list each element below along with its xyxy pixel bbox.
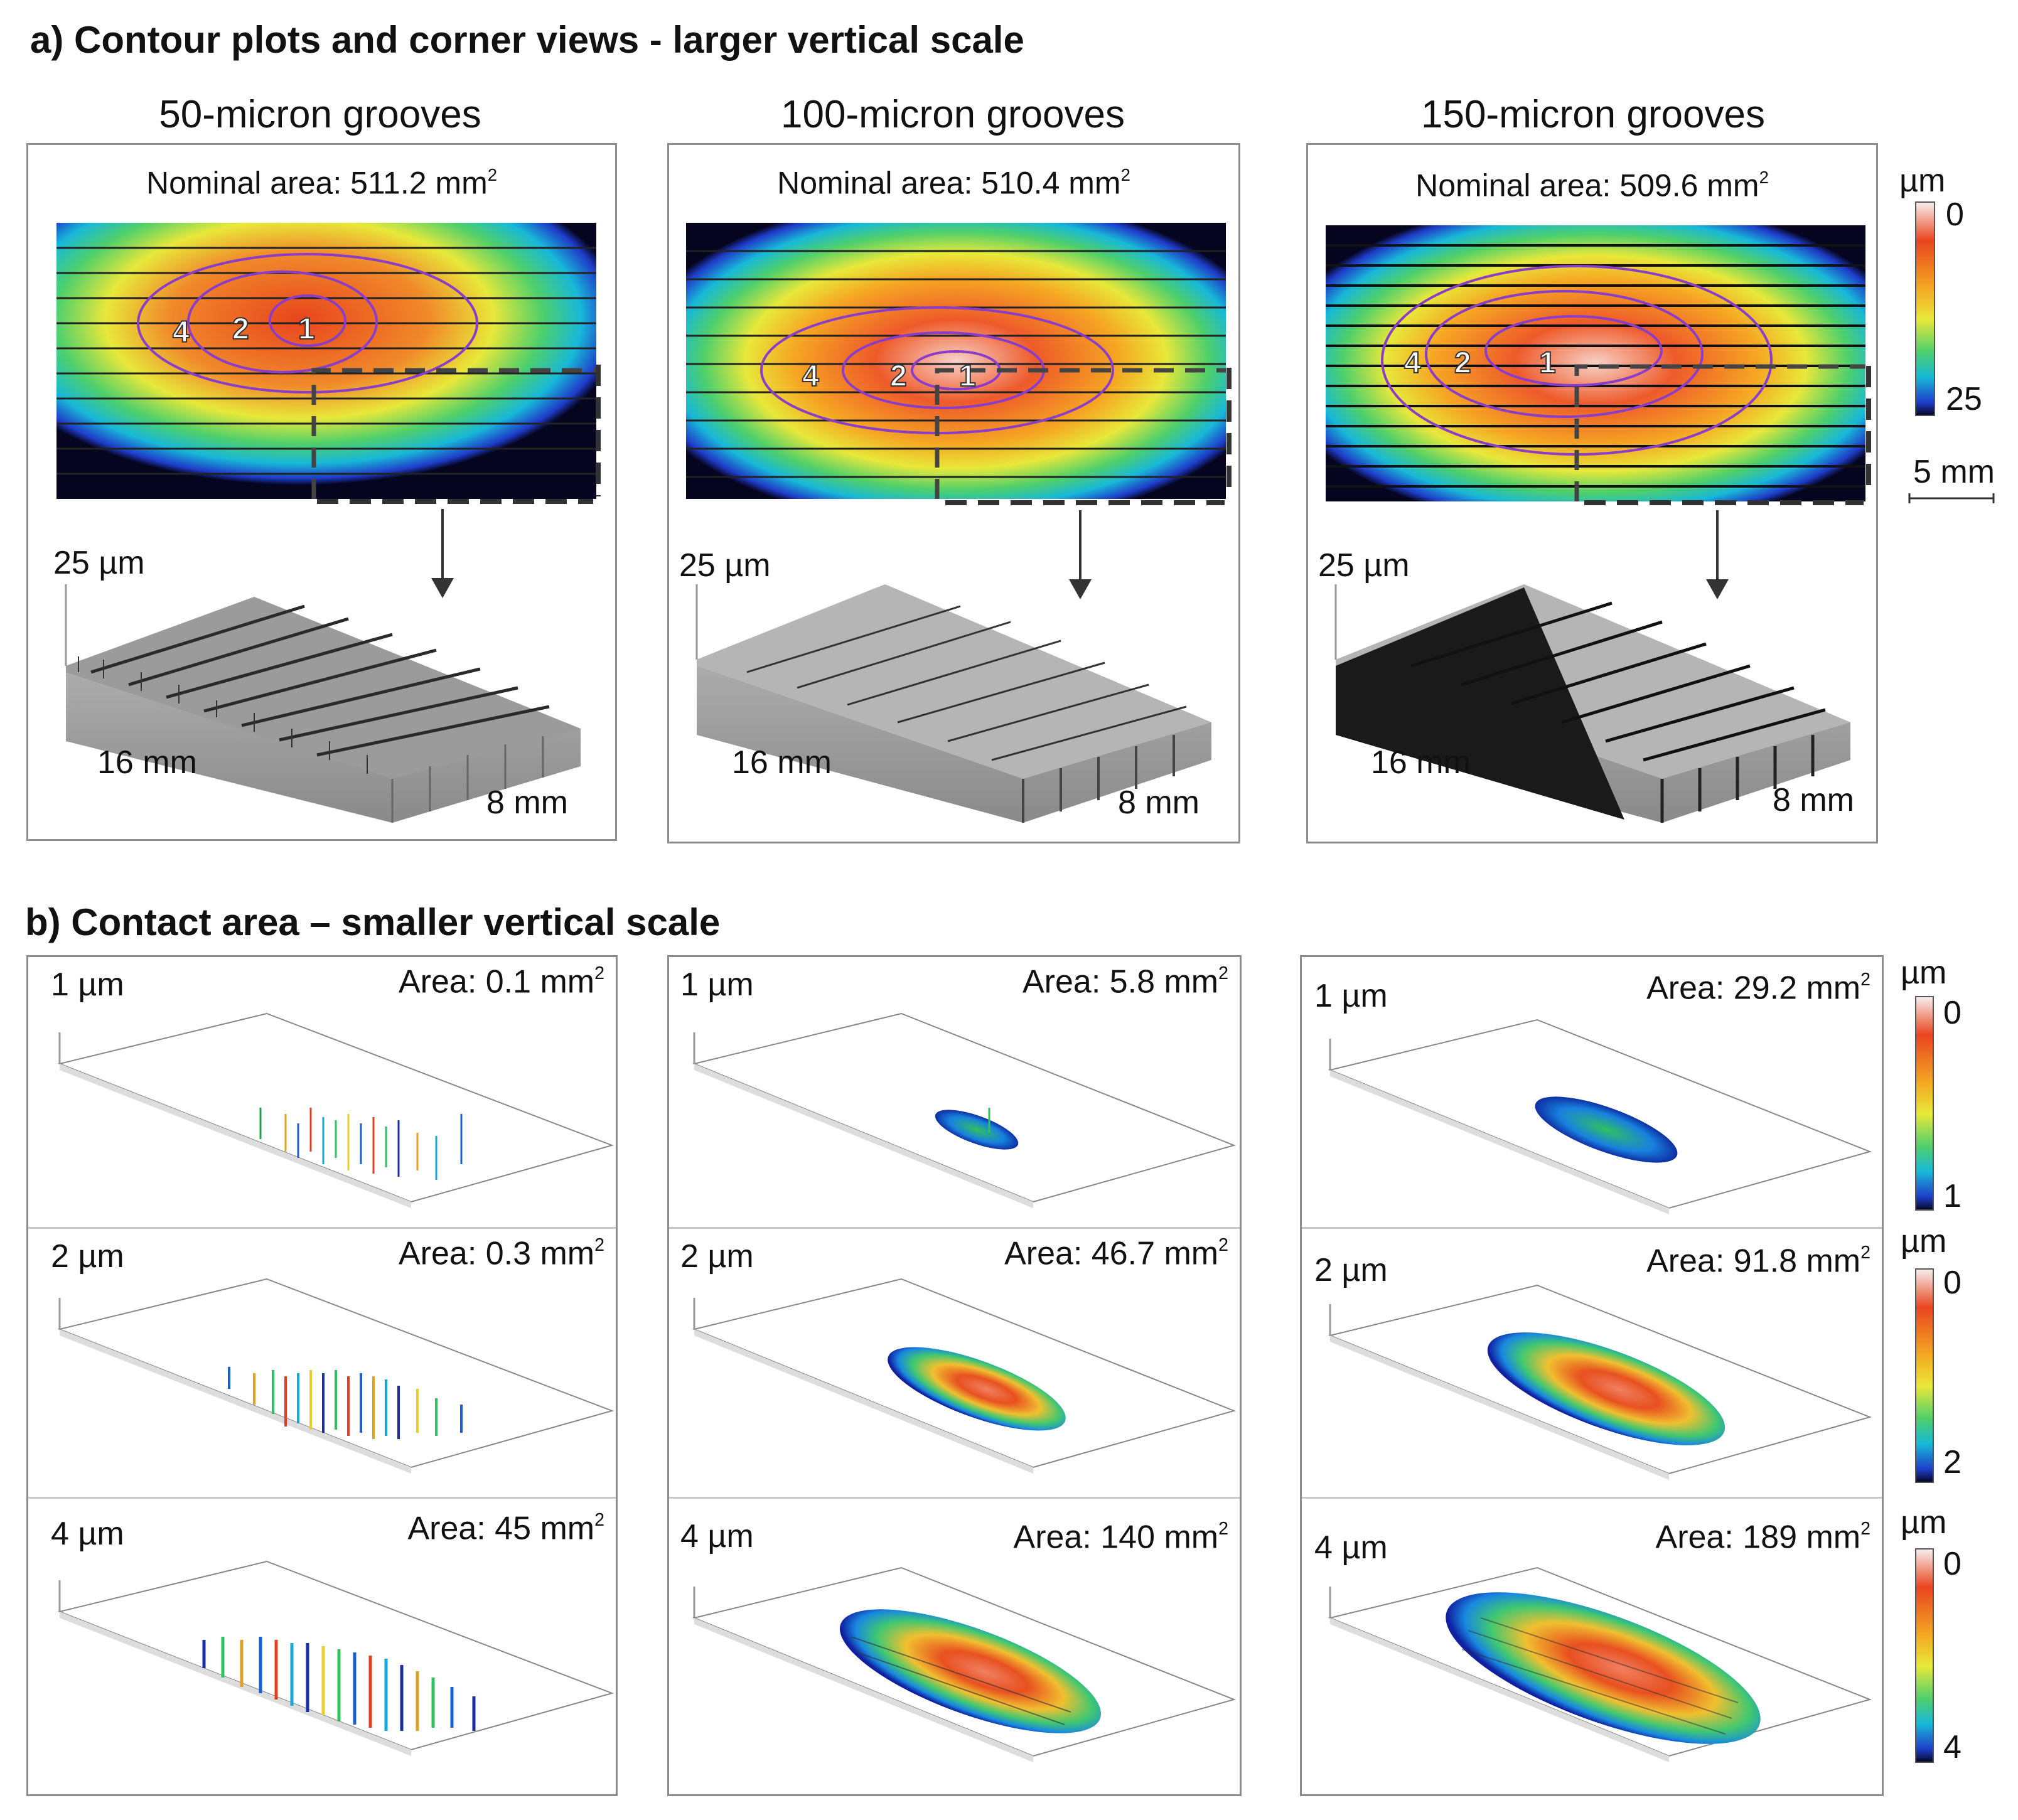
dashed-outline [945,368,1232,599]
colorbar-bottom-label: 25 [1946,381,1982,417]
area-label: Area: 29.2 mm2 [1646,970,1870,1007]
colorbar-b3 [1915,1548,1934,1763]
dashed-outline [1584,366,1871,599]
area-label: Area: 5.8 mm2 [1022,963,1228,1000]
corner-view-3d [695,584,1211,823]
colorbar-b1 [1915,996,1934,1211]
contact-cell: 1 µm Area: 0.1 mm2 [28,957,616,1227]
width-label: 8 mm [1773,782,1854,818]
corner-view-3d [65,584,581,823]
colorbar-unit: µm [1901,1504,1947,1541]
contact-cell: 4 µm Area: 45 mm2 [28,1497,616,1797]
colorbar-unit: µm [1901,1223,1947,1260]
contour-label: 2 [1454,346,1471,380]
column-title-100: 100-micron grooves [781,93,1125,136]
contact-plate [1328,1019,1872,1214]
depth-label: 2 µm [1314,1252,1388,1288]
contour-label: 2 [890,360,907,393]
nominal-area: Nominal area: 510.4 mm2 [777,165,1130,201]
contour-label: 1 [1539,346,1556,380]
panel-a-50: Nominal area: 511.2 mm2 4 2 1 [26,143,617,841]
width-label: 8 mm [1118,784,1200,821]
contour-plot: 4 2 1 [56,223,596,499]
contact-cell: 2 µm Area: 0.3 mm2 [28,1227,616,1497]
section-b-heading: b) Contact area – smaller vertical scale [25,901,721,943]
depth-label: 1 µm [51,966,124,1003]
area-label: Area: 0.3 mm2 [398,1235,604,1272]
depth-label: 4 µm [680,1518,754,1555]
length-label: 16 mm [1371,744,1471,781]
contact-plate [692,1012,1237,1208]
depth-label: 4 µm [51,1516,124,1552]
contact-plate [57,1278,615,1474]
colorbar-unit: µm [1901,955,1947,991]
dashed-outline [317,365,601,598]
length-label: 16 mm [97,744,197,781]
colorbar-top-label: 0 [1943,995,1962,1031]
contact-cell: 4 µm Area: 140 mm2 [669,1497,1240,1797]
contour-plot: 4 2 1 [686,223,1226,499]
panel-b-150: 1 µm Area: 29.2 mm2 2 µm Area: 91.8 mm2 … [1300,955,1884,1796]
z-label: 25 µm [1318,547,1410,584]
panel-b-50: 1 µm Area: 0.1 mm2 2 µm Area: 0.3 mm2 [26,955,618,1796]
area-label: Area: 91.8 mm2 [1646,1243,1870,1280]
colorbar-top-label: 0 [1946,196,1964,233]
scale-bar [1908,493,1995,503]
column-title-50: 50-micron grooves [159,93,481,136]
z-label: 25 µm [679,547,771,584]
contact-cell: 4 µm Area: 189 mm2 [1302,1497,1882,1797]
panel-a-150: Nominal area: 509.6 mm2 4 2 1 [1306,143,1878,843]
contact-plate [1328,1566,1872,1762]
depth-label: 1 µm [1314,978,1388,1014]
scale-bar-label: 5 mm [1913,454,1995,490]
colorbar-top-label: 0 [1943,1546,1962,1582]
corner-view-3d [1334,584,1850,823]
contact-cell: 1 µm Area: 5.8 mm2 [669,957,1240,1227]
contact-plate [57,1012,615,1208]
contact-plate [1328,1284,1872,1480]
contact-plate [57,1560,615,1756]
contour-plot: 4 2 1 [1326,225,1865,501]
colorbar-top-label: 0 [1943,1265,1962,1301]
section-a-heading: a) Contour plots and corner views - larg… [30,19,1024,61]
contour-label: 4 [1404,346,1421,380]
z-label: 25 µm [53,545,145,581]
contact-plate [692,1566,1237,1762]
contact-cell: 1 µm Area: 29.2 mm2 [1302,957,1882,1227]
colorbar-b2 [1915,1268,1934,1483]
contour-label: 4 [802,360,819,393]
area-label: Area: 0.1 mm2 [398,963,604,1000]
depth-label: 1 µm [680,966,754,1003]
contact-plate [692,1278,1237,1474]
contour-label: 1 [959,360,976,393]
panel-a-100: Nominal area: 510.4 mm2 4 2 1 [667,143,1240,843]
contact-cell: 2 µm Area: 91.8 mm2 [1302,1227,1882,1497]
column-title-150: 150-micron grooves [1421,93,1765,136]
colorbar-a [1915,201,1935,416]
panel-b-100: 1 µm Area: 5.8 mm2 2 µm Area: 46.7 mm2 4… [667,955,1242,1796]
contour-label: 4 [173,316,190,349]
colorbar-unit: µm [1899,163,1946,199]
contour-label: 2 [232,313,249,346]
depth-label: 2 µm [680,1238,754,1275]
area-label: Area: 46.7 mm2 [1004,1235,1228,1272]
width-label: 8 mm [486,784,568,821]
area-label: Area: 45 mm2 [407,1510,604,1547]
area-label: Area: 140 mm2 [1013,1519,1228,1556]
colorbar-bottom-label: 2 [1943,1444,1962,1480]
colorbar-bottom-label: 1 [1943,1178,1962,1214]
area-label: Area: 189 mm2 [1655,1519,1870,1556]
length-label: 16 mm [732,744,832,781]
nominal-area: Nominal area: 509.6 mm2 [1415,168,1769,203]
colorbar-bottom-label: 4 [1943,1729,1962,1765]
nominal-area: Nominal area: 511.2 mm2 [146,165,498,201]
contact-cell: 2 µm Area: 46.7 mm2 [669,1227,1240,1497]
depth-label: 4 µm [1314,1529,1388,1566]
contour-label: 1 [298,313,315,346]
depth-label: 2 µm [51,1238,124,1275]
